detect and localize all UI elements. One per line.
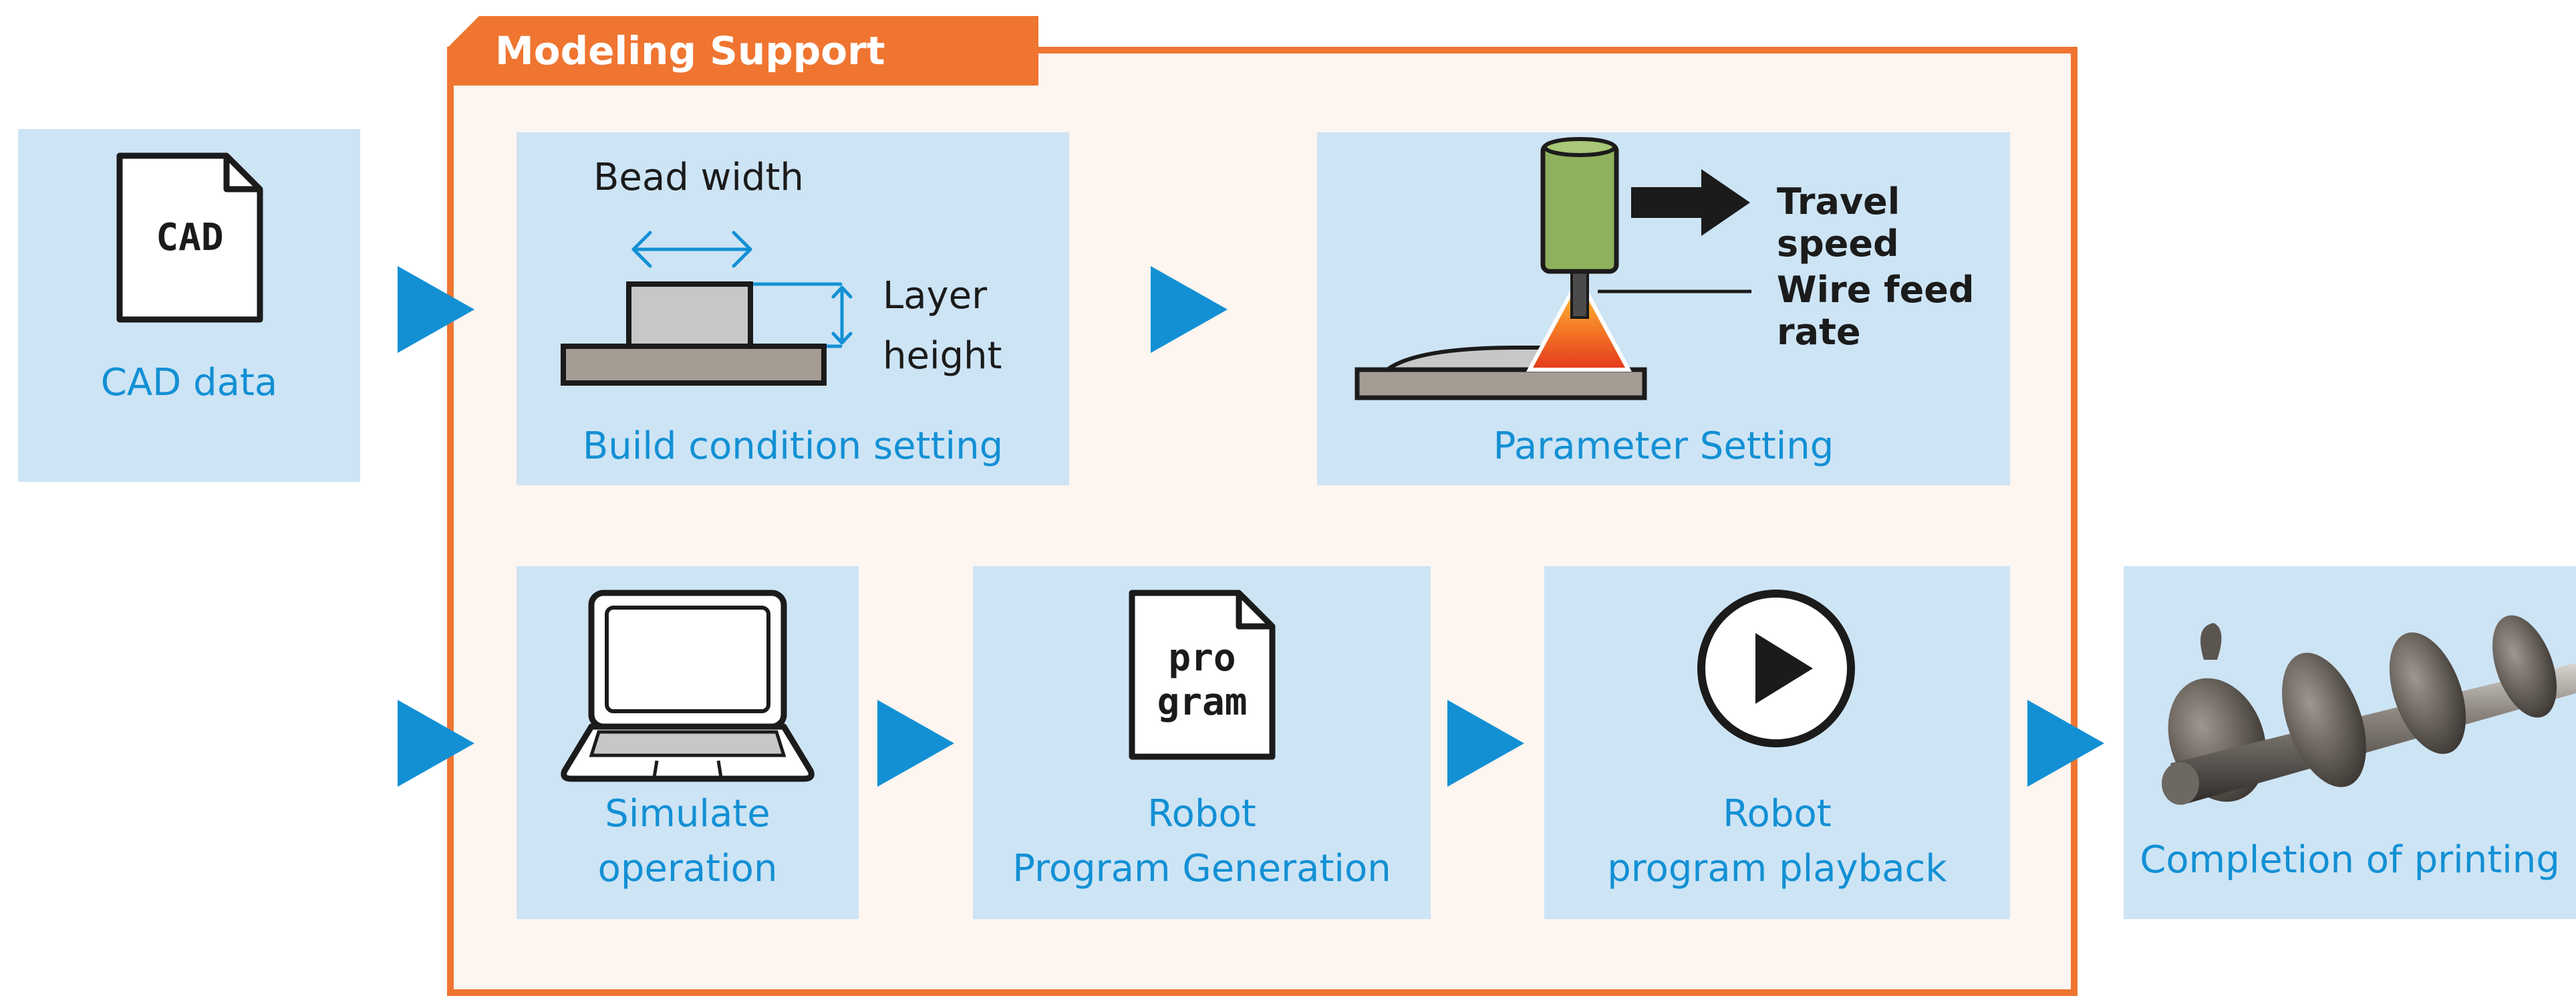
- flow-arrow-cad-to-build: [398, 266, 474, 353]
- layer-height-label: Layer height: [883, 274, 1002, 378]
- bead-width-label: Bead width: [593, 156, 804, 199]
- program-playback-panel: Robot program playback: [1544, 566, 2010, 919]
- program-icon-text: pro gram: [1157, 636, 1248, 724]
- program-generation-title: Robot Program Generation: [1012, 792, 1391, 890]
- cad-icon-text: CAD: [156, 216, 224, 259]
- parameter-setting-title: Parameter Setting: [1493, 424, 1834, 468]
- parameter-setting-panel: Travel speed Wire feed rate Parameter Se…: [1317, 132, 2010, 485]
- cad-file-icon: [116, 152, 263, 323]
- simulate-operation-title: Simulate operation: [597, 792, 778, 890]
- completion-title: Completion of printing: [2140, 838, 2560, 882]
- program-generation-panel: pro gram Robot Program Generation: [973, 566, 1431, 919]
- travel-speed-label: Travel speed: [1777, 180, 1900, 265]
- play-icon: [1697, 590, 1855, 747]
- program-playback-title: Robot program playback: [1607, 792, 1947, 890]
- laptop-icon: [561, 590, 815, 782]
- flow-arrow-playback-to-completion: [2027, 700, 2104, 787]
- bead-geometry-illustration: [561, 231, 853, 386]
- modeling-support-software-label: Modeling Support Software: [447, 16, 1038, 86]
- flow-arrow-into-simulate: [398, 700, 474, 787]
- cad-data-title: CAD data: [100, 361, 278, 404]
- flow-arrow-simulate-to-program: [877, 700, 954, 787]
- program-file-icon: [1129, 590, 1276, 760]
- wire-feed-rate-label: Wire feed rate: [1777, 269, 1975, 353]
- simulate-operation-panel: Simulate operation: [517, 566, 859, 919]
- flow-arrow-build-to-parameter: [1151, 266, 1228, 353]
- flow-arrow-program-to-playback: [1447, 700, 1524, 787]
- build-condition-title: Build condition setting: [582, 424, 1004, 468]
- welding-torch-illustration: [1354, 137, 1751, 400]
- completion-panel: Completion of printing: [2124, 566, 2576, 919]
- build-condition-panel: Bead width Layer height Build condition …: [517, 132, 1069, 485]
- cad-data-panel: CAD CAD data: [18, 129, 360, 482]
- printed-auger-image: [2162, 615, 2576, 805]
